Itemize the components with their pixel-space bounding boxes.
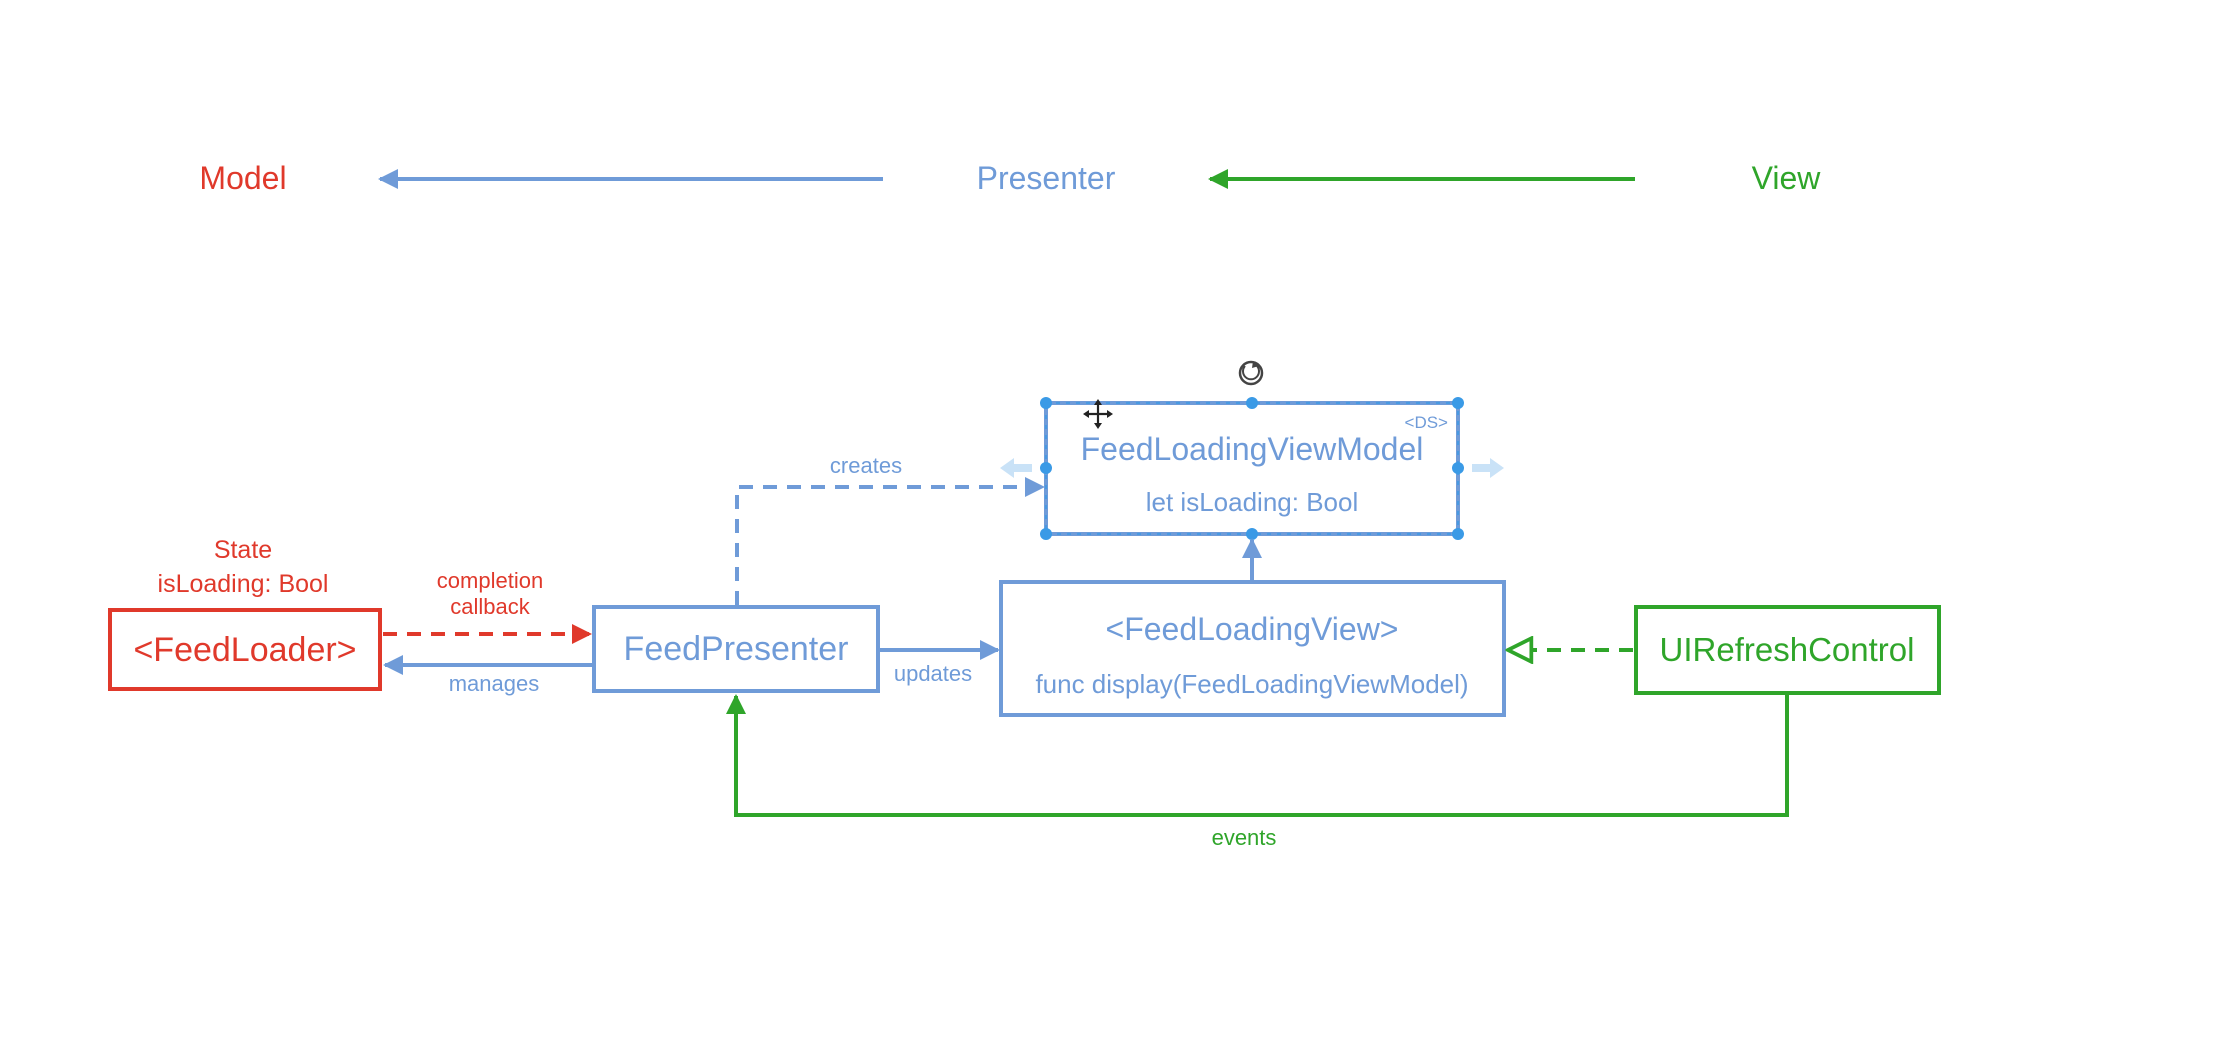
feed-loading-view-model-badge: <DS>	[1405, 413, 1449, 432]
feed-loading-view-method: func display(FeedLoadingViewModel)	[1035, 669, 1468, 699]
completion-callback-label-line1: completion	[437, 568, 543, 593]
selection-handles[interactable]	[1040, 397, 1464, 540]
feed-loader-state-label: State	[214, 536, 272, 564]
feed-loader-title: <FeedLoader>	[133, 631, 356, 669]
connect-right-hint-icon[interactable]	[1472, 458, 1504, 478]
resize-handle-bottom-left[interactable]	[1040, 528, 1052, 540]
move-cursor-icon	[1083, 399, 1113, 429]
feed-presenter-title: FeedPresenter	[624, 630, 849, 668]
resize-handle-top-right[interactable]	[1452, 397, 1464, 409]
resize-handle-bottom-right[interactable]	[1452, 528, 1464, 540]
resize-handle-right[interactable]	[1452, 462, 1464, 474]
ui-refresh-control-box[interactable]	[1634, 605, 1941, 695]
feed-loading-view-title: <FeedLoadingView>	[1106, 611, 1399, 647]
ui-refresh-control-title: UIRefreshControl	[1660, 631, 1915, 668]
feed-presenter-box[interactable]	[592, 605, 880, 693]
feed-loading-view-model-node[interactable]: <DS> FeedLoadingViewModel let isLoading:…	[1044, 401, 1460, 536]
resize-handle-left[interactable]	[1040, 462, 1052, 474]
resize-handle-top-left[interactable]	[1040, 397, 1052, 409]
manages-label: manages	[449, 671, 540, 696]
updates-label: updates	[894, 661, 972, 686]
feed-loading-view-box[interactable]	[999, 580, 1506, 717]
events-arrow	[726, 694, 1789, 817]
presenter-heading: Presenter	[977, 160, 1116, 196]
creates-arrow	[735, 477, 1045, 605]
feed-loader-state-property: isLoading: Bool	[158, 570, 329, 598]
rotate-handle-icon[interactable]	[1238, 360, 1264, 386]
connect-left-hint-icon[interactable]	[1000, 458, 1032, 478]
feed-loading-view-model-property: let isLoading: Bool	[1146, 487, 1358, 517]
view-heading: View	[1752, 160, 1822, 196]
events-label: events	[1212, 825, 1277, 850]
resize-handle-top[interactable]	[1246, 397, 1258, 409]
feed-loading-view-model-title: FeedLoadingViewModel	[1081, 431, 1424, 467]
resize-handle-bottom[interactable]	[1246, 528, 1258, 540]
feed-loader-box[interactable]	[108, 608, 382, 691]
model-heading: Model	[199, 160, 286, 196]
creates-label: creates	[830, 453, 902, 478]
completion-callback-label-line2: callback	[450, 594, 530, 619]
